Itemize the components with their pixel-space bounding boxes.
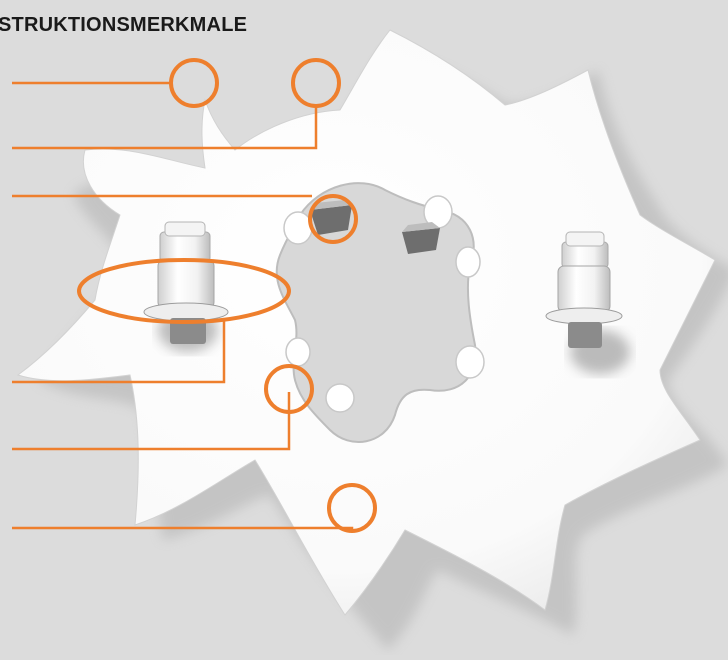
drive-blocks	[310, 200, 440, 254]
callout-hub-notch-marker	[308, 194, 358, 244]
bolt-right	[545, 231, 630, 374]
callout-tooth-2-leader	[12, 105, 318, 150]
callout-tooth-1-marker	[169, 58, 219, 108]
diagram-heading: STRUKTIONSMERKMALE	[0, 14, 248, 36]
callout-web-surface-marker	[327, 483, 377, 533]
callout-markers	[77, 58, 377, 533]
callout-hub-lobe-marker	[264, 364, 314, 414]
callout-tooth-2-marker	[291, 58, 341, 108]
hub-lobes	[283, 195, 485, 413]
callout-bolt-washer-leader	[12, 320, 226, 384]
callout-bolt-washer-marker	[77, 258, 291, 324]
bolt-left	[143, 221, 229, 352]
